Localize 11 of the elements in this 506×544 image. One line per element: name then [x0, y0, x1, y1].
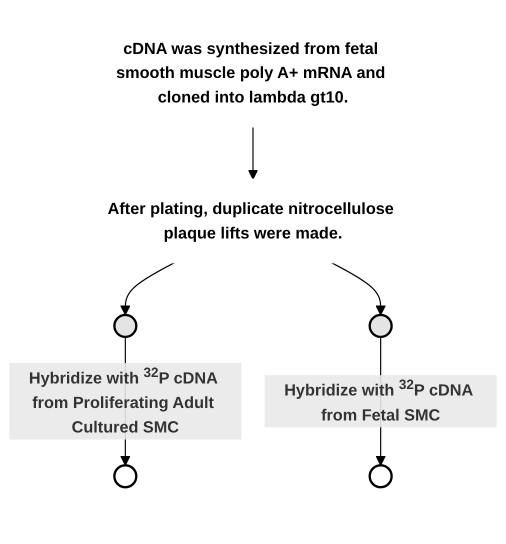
node-circle [368, 314, 393, 338]
node-text: cDNA was synthesized from fetal smooth muscle poly A+ mRNA and cloned into lambda gt10. [116, 38, 386, 106]
arrow [331, 262, 386, 316]
arrow [248, 126, 258, 180]
arrow [120, 262, 175, 316]
edge-label: Hybridize with $^{32}$P cDNA from Proliferating Adult Cultured SMC [28, 365, 218, 436]
node-circle [368, 464, 393, 488]
edge-label: Hybridize with $^{32}$P cDNA from Fetal SMC [284, 377, 473, 424]
node-text: After plating, duplicate nitrocellulose plaque lifts were made. [108, 198, 394, 242]
node-circle [113, 464, 138, 488]
node-circle [113, 314, 138, 338]
